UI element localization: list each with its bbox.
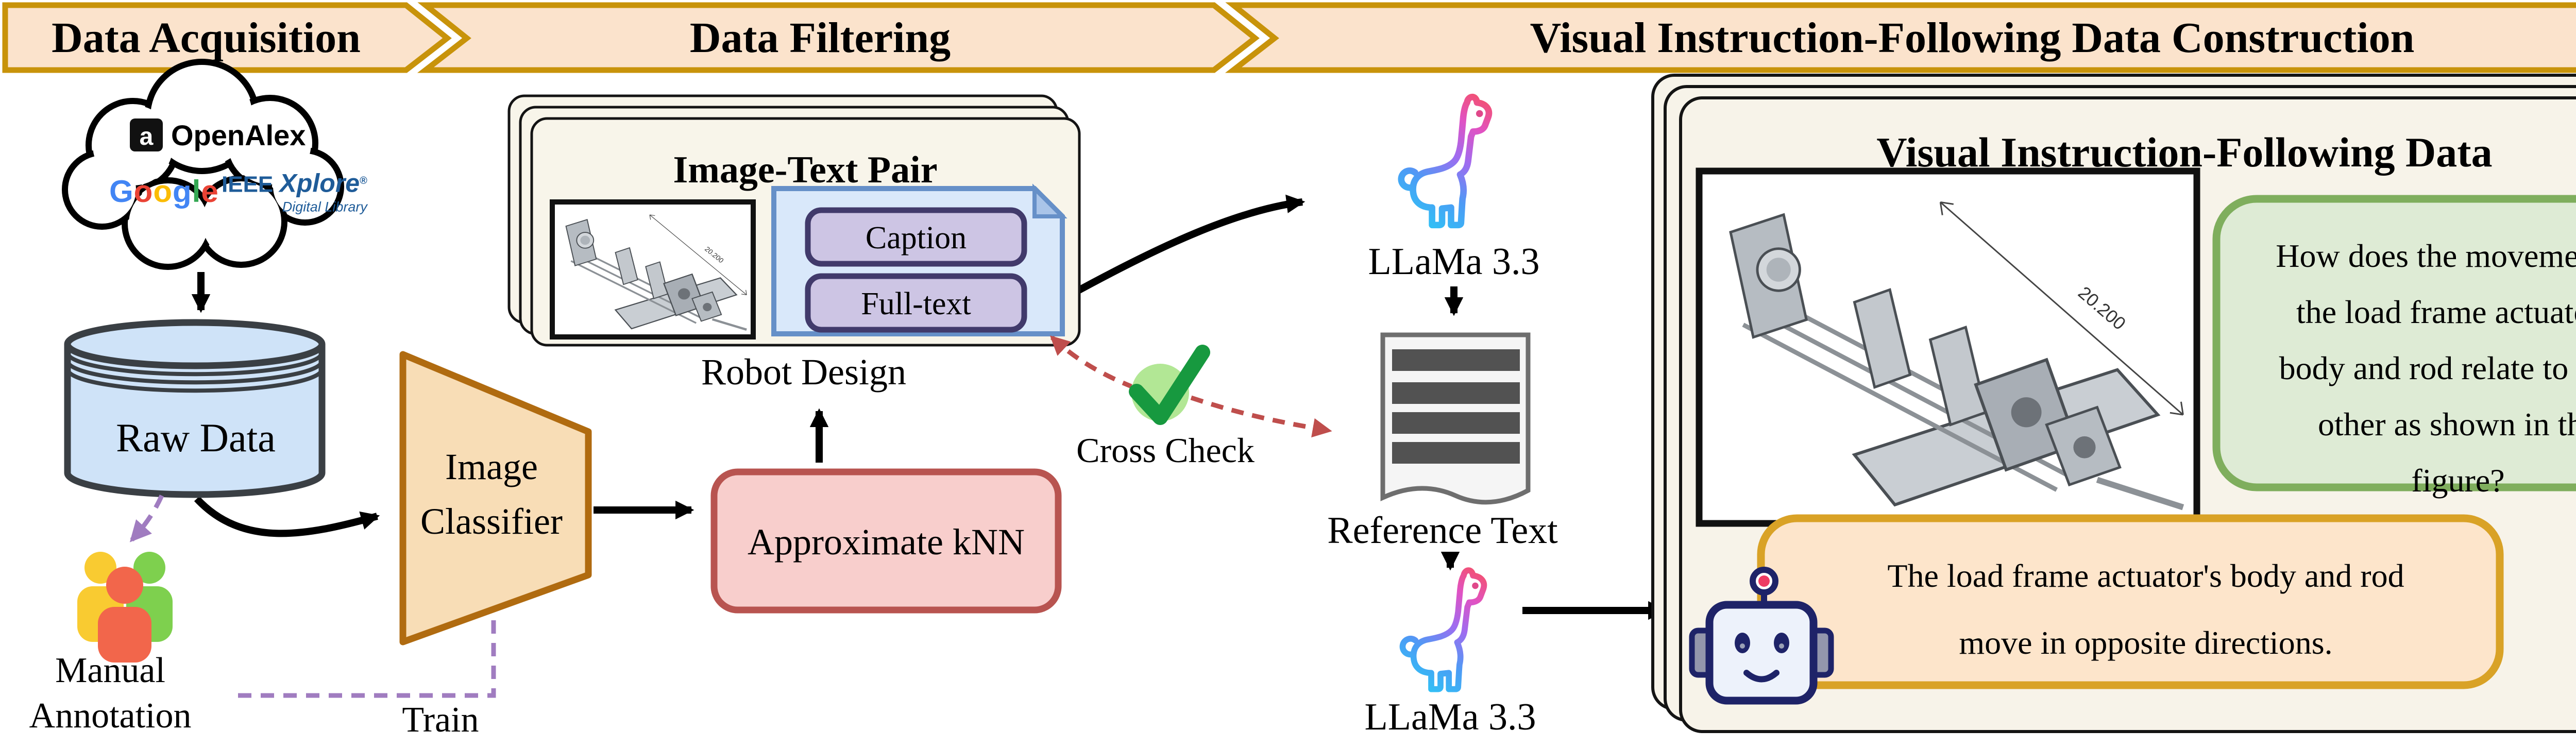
- question-line: other as shown in the: [2318, 406, 2576, 443]
- train-label: Train: [402, 700, 479, 740]
- question-line: figure?: [2411, 462, 2505, 499]
- dashed-rawdata-to-annotators: [129, 495, 164, 542]
- reference-text-label: Reference Text: [1327, 510, 1558, 552]
- vif-data-panel: [1651, 74, 2576, 733]
- stage-banner-row: [2, 2, 2576, 73]
- banner-chevron-2: [417, 2, 1260, 73]
- arrow-pairs-to-llama: [1069, 194, 1306, 298]
- banner-chevron-1: [2, 2, 452, 73]
- llama-bottom-icon: [1402, 570, 1484, 689]
- fulltext-label: Full-text: [861, 286, 971, 321]
- arrow-rawdata-to-classifier: [194, 496, 380, 537]
- llama-bottom-label: LLaMa 3.3: [1364, 696, 1536, 738]
- banner-chevron-3: [1225, 2, 2576, 73]
- caption-label: Caption: [865, 220, 967, 256]
- question-bubble: [2212, 195, 2576, 491]
- answer-line: The load frame actuator's body and rod: [1887, 557, 2404, 594]
- banner-data-filtering: Data Filtering: [689, 14, 951, 62]
- flow-arrows: [191, 194, 1667, 620]
- dashed-train-path: [238, 602, 496, 698]
- answer-line: move in opposite directions.: [1959, 624, 2333, 661]
- question-line: the load frame actuator's: [2296, 294, 2576, 330]
- cross-check-label: Cross Check: [1076, 431, 1255, 470]
- question-line: body and rod relate to each: [2279, 350, 2576, 386]
- llama-top-label: LLaMa 3.3: [1368, 241, 1540, 283]
- cross-check-dashed-link: [1049, 335, 1332, 438]
- banner-vif-construction: Visual Instruction-Following Data Constr…: [1530, 14, 2415, 62]
- manual-annotation-label-line2: Annotation: [29, 696, 192, 736]
- fulltext-chip: [805, 273, 1027, 333]
- openalex-logo-icon: [130, 118, 163, 151]
- approximate-knn-label: Approximate kNN: [748, 521, 1025, 563]
- caption-chip: [805, 207, 1027, 267]
- check-mark-icon: [1129, 345, 1210, 425]
- robot-design-label: Robot Design: [701, 351, 907, 393]
- manual-annotation-label-line1: Manual: [55, 651, 165, 690]
- image-classifier-label-line1: Image: [445, 446, 538, 487]
- question-line: How does the movement of: [2276, 237, 2576, 274]
- train-dashed-paths: [129, 495, 496, 698]
- image-text-pair-title: Image-Text Pair: [673, 149, 938, 191]
- vif-panel-title: Visual Instruction-Following Data: [1876, 129, 2493, 176]
- image-text-pair-card: [507, 94, 1081, 347]
- image-classifier-shape: [399, 351, 592, 646]
- reference-text-doc-icon: [1380, 332, 1531, 505]
- llama-top-icon: [1401, 97, 1489, 225]
- google-logo-text: Google: [109, 174, 219, 209]
- data-sources-cloud-icon: a: [62, 59, 344, 270]
- fulltext-document-icon: [771, 183, 1067, 336]
- image-classifier-label-line2: Classifier: [420, 501, 563, 542]
- openalex-logo-text: OpenAlex: [171, 119, 306, 151]
- ieee-xplore-logo-text: IEEE Xplore® Digital Library: [222, 168, 367, 215]
- raw-data-label: Raw Data: [116, 415, 276, 460]
- openalex-logo-letter: a: [140, 123, 154, 150]
- raw-data-cylinder: [64, 319, 326, 498]
- robot-icon: [1689, 567, 1834, 705]
- annotators-people-icon: [77, 552, 173, 663]
- banner-data-acquisition: Data Acquisition: [52, 14, 361, 62]
- approximate-knn-box: [710, 468, 1062, 614]
